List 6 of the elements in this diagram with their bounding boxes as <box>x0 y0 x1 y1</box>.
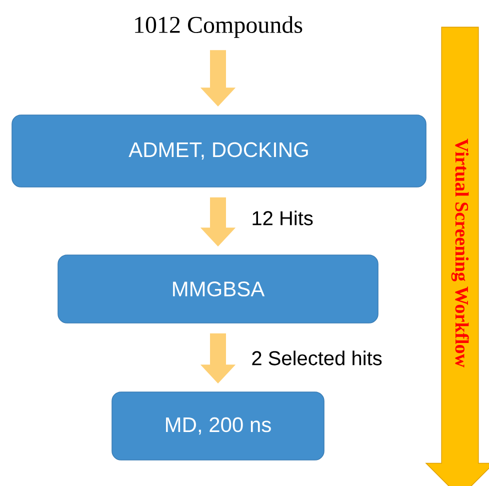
heading-text: 1012 Compounds <box>135 16 302 38</box>
edge-label: 2 Selected hits <box>252 350 382 366</box>
process-box: MD, 200 ns <box>112 392 324 460</box>
edge-label: 12 Hits <box>252 210 313 226</box>
process-box: MMGBSA <box>58 254 378 324</box>
process-box: ADMET, DOCKING <box>12 114 426 188</box>
